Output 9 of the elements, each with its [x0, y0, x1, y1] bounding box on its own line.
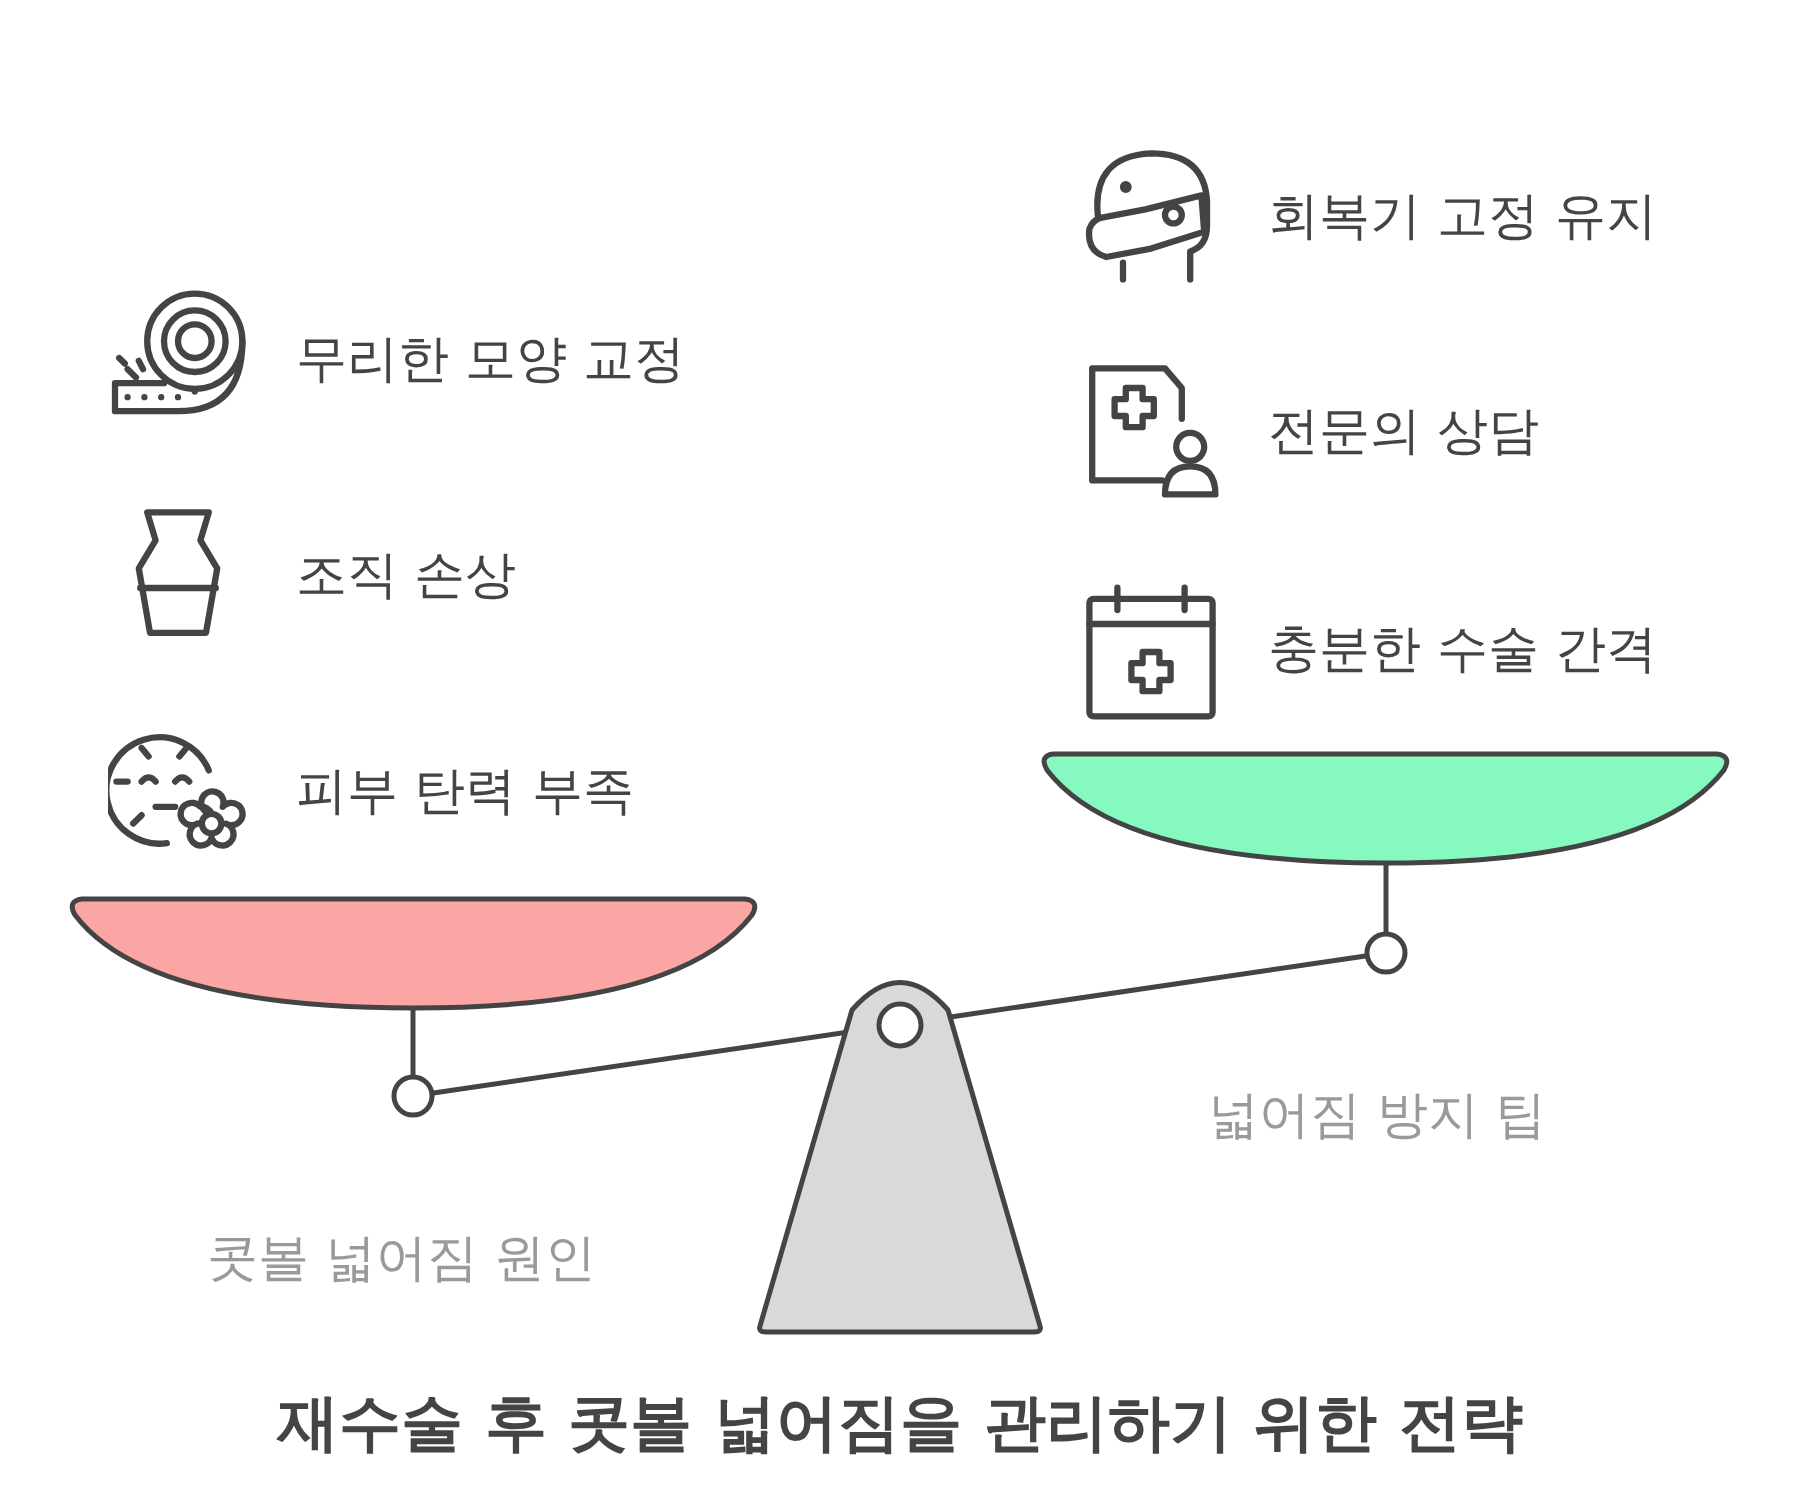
item-text: 회복기 고정 유지	[1268, 185, 1658, 247]
group-label: 콧볼 넓어짐 원인	[207, 1227, 597, 1289]
item-text: 조직 손상	[296, 544, 517, 606]
item-text: 피부 탄력 부족	[296, 760, 635, 822]
item-text: 충분한 수술 간격	[1268, 618, 1658, 680]
item-text: 전문의 상담	[1268, 400, 1540, 462]
item-text: 무리한 모양 교정	[296, 328, 686, 390]
group-label: 넓어짐 방지 팁	[1208, 1084, 1547, 1146]
title: 재수술 후 콧볼 넓어짐을 관리하기 위한 전략	[275, 1386, 1524, 1461]
